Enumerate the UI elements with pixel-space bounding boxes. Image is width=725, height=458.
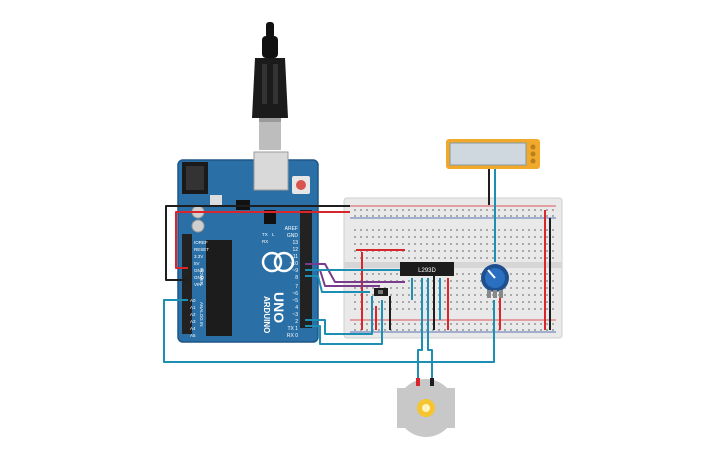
aref-label: AREF	[285, 226, 298, 232]
gnd-label: GND	[287, 233, 299, 239]
lcd-display-icon[interactable]	[446, 139, 540, 262]
potentiometer-knob-icon[interactable]	[481, 264, 509, 298]
pin-label-0: RX 0	[287, 333, 298, 339]
pin-label-7: 7	[295, 284, 298, 290]
wire-a0[interactable]	[163, 299, 495, 363]
dc-motor-icon[interactable]	[397, 378, 455, 437]
driver-chip-label: L293D	[418, 268, 436, 274]
analog-pin-4: A4	[190, 326, 196, 331]
wire-pin3[interactable]	[305, 300, 383, 345]
power-pin-4: GND	[194, 268, 205, 273]
pin-label-9: ~9	[292, 268, 298, 274]
power-pin-1: RESET	[194, 247, 209, 252]
pin-label-5: ~5	[292, 298, 298, 304]
pin-label-2: 2	[295, 319, 298, 325]
pin-label-13: 13	[292, 240, 298, 246]
slide-switch-icon[interactable]	[374, 288, 388, 296]
pin-label-3: ~3	[292, 312, 298, 318]
power-section-label: POWER	[199, 268, 204, 286]
power-pin-0: IOREF	[194, 240, 208, 245]
analog-pin-3: A3	[190, 319, 196, 324]
wire-ground[interactable]	[165, 205, 350, 281]
analog-pin-1: A1	[190, 305, 196, 310]
power-pin-3: 5V	[194, 261, 200, 266]
analog-pin-5: A5	[190, 333, 196, 338]
driver-chip[interactable]: L293D	[400, 262, 454, 276]
usb-cable-icon[interactable]	[252, 22, 288, 150]
pin-label-12: 12	[292, 247, 298, 253]
usb-port	[253, 151, 289, 191]
pin-label-4: 4	[295, 305, 298, 311]
wires	[163, 205, 551, 382]
pin-label-8: 8	[295, 275, 298, 281]
board-brand-label: ARDUINO	[262, 296, 271, 333]
tx-led-label: TX	[262, 232, 268, 237]
analog-section-label: ANALOG IN	[199, 302, 204, 327]
power-pin-5: GND	[194, 275, 205, 280]
l-led-label: L	[272, 232, 275, 237]
arduino-uno-board[interactable]: ARDUINO UNO AREF GND 13 12 ~11 ~10 ~9 8 …	[177, 151, 319, 343]
rx-led-label: RX	[262, 239, 268, 244]
pin-label-1: TX 1	[287, 326, 298, 332]
board-model-label: UNO	[271, 292, 287, 323]
wire-pin8[interactable]	[305, 275, 370, 293]
pin-label-11: ~11	[290, 254, 298, 260]
power-pin-2: 3.3V	[194, 254, 203, 259]
wire-pin10[interactable]	[305, 263, 405, 283]
microcontroller-chip	[206, 240, 232, 336]
power-pin-6: VIN	[194, 282, 202, 287]
pin-label-10: ~10	[290, 261, 299, 267]
wire-5v[interactable]	[175, 211, 350, 269]
analog-pin-0: A0	[190, 298, 196, 303]
wire-pin2[interactable]	[305, 296, 373, 335]
analog-pin-2: A2	[190, 312, 196, 317]
pin-label-6: ~6	[292, 291, 298, 297]
